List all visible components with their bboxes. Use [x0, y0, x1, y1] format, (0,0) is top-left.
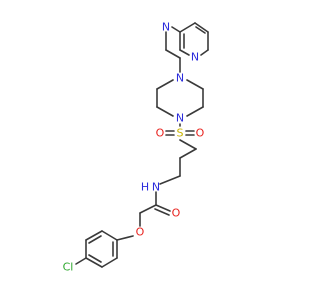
bond-bz-6	[101, 230, 118, 241]
bond-pyr-7	[171, 26, 181, 33]
cl-aryl: Cl	[63, 261, 74, 274]
atom-labels: N N N N S O O N H O O Cl	[63, 21, 205, 274]
bond-pip-6	[156, 79, 174, 90]
nh-amide-label: N	[152, 181, 160, 194]
n-piperazine-top-label: N	[176, 72, 184, 85]
o-sulfonyl-left: O	[156, 127, 165, 140]
n-piperazine-bottom: N	[176, 112, 184, 125]
bond-pip-3	[186, 106, 204, 117]
o-sulfonyl-right-label: O	[196, 127, 205, 140]
bond-pyr-2b	[195, 26, 206, 34]
cl-aryl-label: Cl	[63, 261, 74, 274]
s-sulfonyl-label: S	[177, 127, 184, 140]
bond-bz-3	[85, 257, 103, 268]
n-piperazine-top: N	[176, 72, 184, 85]
bond-bz-2	[101, 257, 118, 268]
molecule-structure: N N N N S O O N H O O Cl	[63, 21, 209, 274]
s-sulfonyl: S	[177, 127, 184, 140]
bond-C-Ocarbonyl-a	[155, 204, 171, 212]
bond-pip-4	[156, 106, 174, 117]
bonds	[75, 22, 209, 268]
bond-pyr-1	[179, 22, 196, 33]
bond-S-C1	[179, 139, 197, 150]
bond-C1-C2	[179, 148, 197, 159]
bond-bz-Cl	[75, 257, 87, 265]
bond-bz-5b	[88, 235, 102, 244]
o-ether: O	[136, 226, 145, 239]
bond-pyr-c2-nright	[165, 49, 181, 59]
bond-pip-1	[186, 79, 204, 90]
bond-bz-3b	[88, 254, 102, 263]
n-pyrimidine-left-label: N	[162, 21, 170, 34]
bond-C-CH2	[139, 204, 157, 214]
n-pyrimidine-right: N	[191, 51, 199, 64]
o-ether-label: O	[136, 226, 145, 239]
bond-bz-5	[85, 230, 103, 241]
o-sulfonyl-right: O	[196, 127, 205, 140]
bond-O-Ar	[116, 235, 134, 241]
n-piperazine-bottom-label: N	[176, 112, 184, 125]
bond-C3-N	[159, 175, 181, 185]
nh-amide: N H	[141, 181, 160, 194]
o-amide: O	[172, 207, 181, 220]
nh-amide-h-label: H	[141, 181, 149, 194]
n-pyrimidine-left: N	[162, 21, 170, 34]
bond-pyr-2	[194, 22, 209, 33]
o-sulfonyl-left-label: O	[156, 127, 165, 140]
n-pyrimidine-right-label: N	[191, 51, 199, 64]
o-amide-label: O	[172, 207, 181, 220]
bond-pyr-4	[200, 49, 209, 56]
bond-C-Ocarbonyl-b	[154, 208, 170, 216]
bond-pyr-5	[179, 49, 190, 56]
